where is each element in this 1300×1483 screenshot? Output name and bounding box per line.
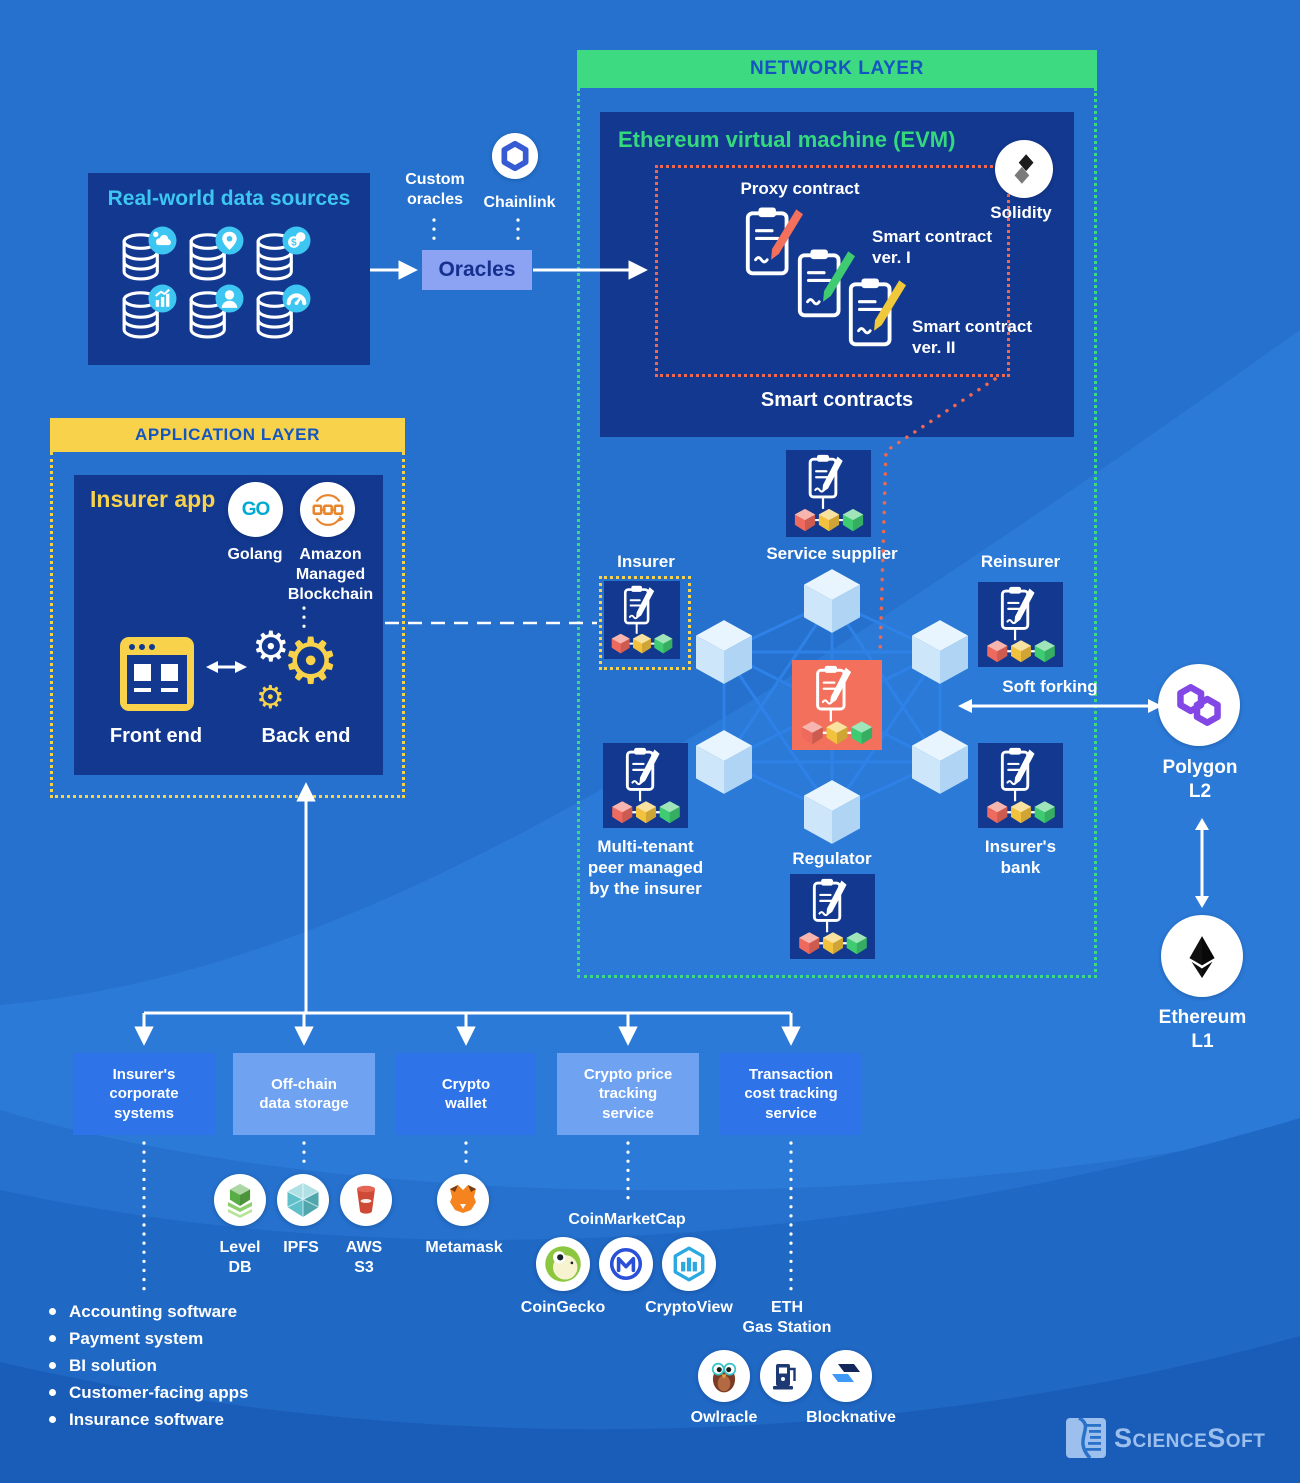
coinmarketcap-icon [599, 1237, 653, 1291]
application-layer-header: APPLICATION LAYER [50, 418, 405, 452]
aws-s3-icon [340, 1174, 392, 1226]
list-item: Customer-facing apps [45, 1379, 325, 1406]
proxy-contract-label: Proxy contract [740, 179, 860, 198]
metamask-label: Metamask [425, 1239, 503, 1256]
soft-forking-label: Soft forking [1002, 677, 1098, 696]
solidity-label: Solidity [990, 203, 1052, 222]
contract-blockchain-icon [610, 585, 674, 655]
crypto-price-tracking-box: Crypto price tracking service [557, 1053, 699, 1135]
regulator-node [790, 874, 875, 959]
cryptoview-icon [662, 1237, 716, 1291]
amazon-managed-blockchain-label: Amazon Managed Blockchain [287, 546, 374, 603]
smart-contract-ver1-label: Smart contract ver. I [872, 227, 992, 268]
contract-blockchain-icon [793, 454, 865, 533]
coinmarketcap-label: CoinMarketCap [568, 1211, 686, 1228]
list-item: Payment system [45, 1325, 325, 1352]
leveldb-icon [214, 1174, 266, 1226]
frontend-window-icon [120, 637, 194, 711]
sciencesoft-logo: ScienceSoft [1066, 1418, 1265, 1458]
database-weather-icon [122, 226, 177, 281]
eth-gas-station-label: ETH Gas Station [742, 1299, 832, 1336]
chainlink-icon [492, 133, 538, 179]
backend-gear-large-icon: ⚙ [282, 625, 340, 699]
contract-blockchain-icon [797, 878, 869, 956]
golang-logo-text: GO [241, 498, 271, 520]
insurers-corporate-systems-box: Insurer's corporate systems [73, 1053, 215, 1135]
sciencesoft-wordmark: ScienceSoft [1114, 1422, 1266, 1453]
list-item: Insurance software [45, 1406, 325, 1433]
insurer-node [604, 581, 680, 659]
back-end-label: Back end [261, 725, 351, 747]
coingecko-label: CoinGecko [520, 1299, 606, 1316]
reinsurer-node [978, 582, 1063, 667]
corporate-systems-list: Accounting software Payment system BI so… [45, 1298, 325, 1433]
solidity-icon [995, 140, 1053, 198]
aws-s3-label: AWS S3 [345, 1239, 383, 1276]
crypto-wallet-box: Crypto wallet [396, 1053, 536, 1135]
contract-blockchain-icon [985, 747, 1057, 825]
backend-gear-small-icon: ⚙ [256, 678, 285, 716]
data-sources-title: Real-world data sources [107, 187, 351, 210]
polygon-icon [1158, 664, 1240, 746]
network-layer-header: NETWORK LAYER [577, 50, 1097, 88]
transaction-cost-tracking-box: Transaction cost tracking service [720, 1053, 862, 1135]
blocknative-icon [820, 1350, 872, 1402]
database-location-icon [189, 226, 244, 281]
list-item: BI solution [45, 1352, 325, 1379]
svg-text:$: $ [291, 237, 297, 248]
list-item: Accounting software [45, 1298, 325, 1325]
multi-tenant-peer-label: Multi-tenant peer managed by the insurer [587, 837, 704, 899]
smart-contract-ver2-label: Smart contract ver. II [912, 317, 1032, 358]
shared-ledger-node [792, 660, 882, 750]
ipfs-icon [277, 1174, 329, 1226]
database-analytics-icon [122, 284, 177, 339]
regulator-label: Regulator [792, 849, 872, 868]
database-gauge-icon [256, 284, 311, 339]
ethereum-layer-label: L1 [1191, 1031, 1214, 1052]
contract-blockchain-icon [610, 747, 682, 825]
polygon-layer-label: L2 [1188, 781, 1212, 802]
off-chain-data-storage-box: Off-chain data storage [233, 1053, 375, 1135]
front-end-label: Front end [109, 725, 203, 747]
amazon-managed-blockchain-icon [300, 482, 355, 537]
insurer-label: Insurer [617, 552, 675, 571]
insurers-bank-label: Insurer's bank [984, 837, 1057, 878]
multi-tenant-peer-node [603, 743, 688, 828]
polygon-label: Polygon [1162, 757, 1238, 778]
owlracle-icon [698, 1350, 750, 1402]
ethereum-icon [1161, 915, 1243, 997]
golang-icon: GO [228, 482, 283, 537]
gas-pump-icon [760, 1350, 812, 1402]
ipfs-label: IPFS [283, 1239, 319, 1256]
contract-blockchain-icon [985, 586, 1057, 664]
metamask-icon [437, 1174, 489, 1226]
reinsurer-label: Reinsurer [980, 552, 1061, 571]
chainlink-label: Chainlink [483, 194, 556, 211]
database-finance-icon: $ [256, 226, 311, 281]
blocknative-label: Blocknative [806, 1409, 896, 1426]
owlracle-label: Owlracle [690, 1409, 758, 1426]
coingecko-icon [536, 1237, 590, 1291]
oracles-node: Oracles [422, 250, 532, 290]
contract-blockchain-icon [800, 665, 874, 746]
smart-contracts-caption: Smart contracts [760, 389, 914, 411]
service-supplier-node [786, 450, 871, 537]
sciencesoft-mark-icon [1066, 1418, 1106, 1458]
service-supplier-label: Service supplier [766, 544, 898, 563]
leveldb-label: Level DB [219, 1239, 261, 1276]
smart-contract-v2-icon [845, 276, 907, 370]
insurers-bank-node [978, 743, 1063, 828]
database-user-icon [189, 284, 244, 339]
ethereum-label: Ethereum [1158, 1007, 1247, 1028]
custom-oracles-label: Custom oracles [405, 171, 465, 208]
evm-title: Ethereum virtual machine (EVM) [618, 127, 956, 152]
